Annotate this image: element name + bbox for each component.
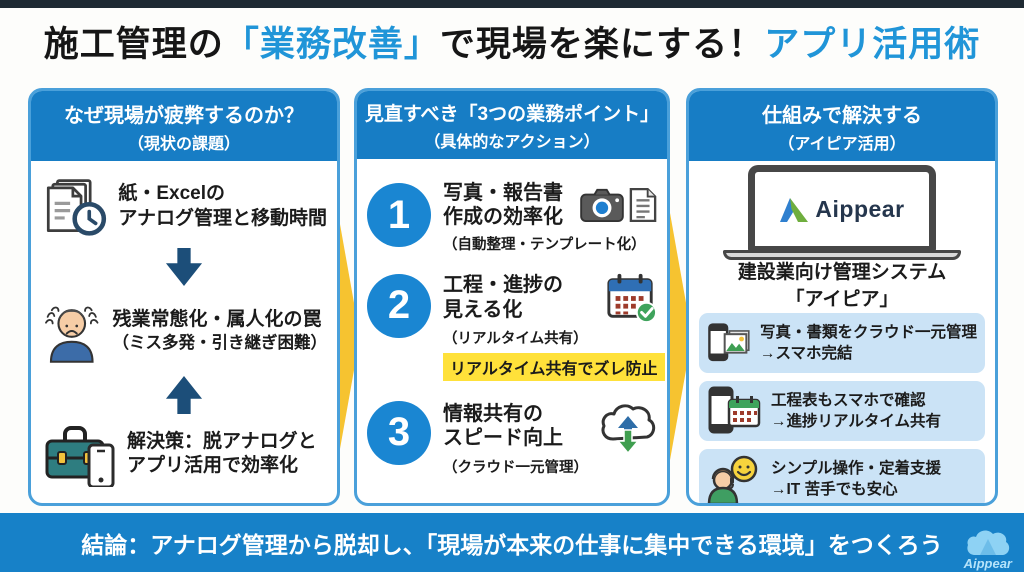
conclusion-banner: 結論：アナログ管理から脱却し、「現場が本来の仕事に集中できる環境」をつくろう A… bbox=[0, 513, 1024, 572]
feature-line: シンプル操作・定着支援 bbox=[771, 459, 942, 477]
feature-line: 工程表もスマホで確認 bbox=[771, 391, 926, 409]
solution-card: 仕組みで解決する （アイピア活用） Aippear 建設業向け管理システム 「ア… bbox=[686, 88, 998, 506]
point-line: 見える化 bbox=[443, 298, 523, 321]
action-points-body: 1 写真・報告書 作成の効率化 bbox=[357, 159, 667, 503]
feature-line: →スマホ完結 bbox=[759, 345, 853, 363]
brand-logo: Aippear bbox=[964, 527, 1012, 570]
feature-schedule: 工程表もスマホで確認 →進捗リアルタイム共有 bbox=[699, 381, 985, 442]
point-line: 写真・報告書 bbox=[443, 182, 563, 205]
point-subtext: （リアルタイム共有） bbox=[443, 330, 588, 347]
problem-line: 解決策：脱アナログと bbox=[127, 430, 317, 452]
problem-line: アプリ活用で効率化 bbox=[127, 455, 299, 477]
action-points-card: 見直すべき「3つの業務ポイント」 （具体的なアクション） 1 写真・報告書 作成… bbox=[354, 88, 670, 506]
problem-line: （ミス多発・引き継ぎ困難） bbox=[112, 333, 328, 352]
point-line: 工程・進捗の bbox=[443, 274, 563, 297]
top-accent-bar bbox=[0, 0, 1024, 8]
toolbox-phone-icon bbox=[45, 426, 115, 488]
feature-list: 写真・書類をクラウド一元管理 →スマホ完結 bbox=[699, 313, 985, 503]
solution-header-title: 仕組みで解決する bbox=[762, 105, 922, 127]
report-document-icon bbox=[629, 188, 657, 223]
title-segment-3: で現場を楽にする！ bbox=[439, 25, 765, 64]
aippear-logomark-icon bbox=[780, 198, 809, 222]
support-operator-smile-icon bbox=[707, 455, 758, 503]
point-line: 情報共有の bbox=[443, 402, 543, 425]
action-point-1: 1 写真・報告書 作成の効率化 bbox=[367, 181, 657, 254]
title-segment-2: 「業務改善」 bbox=[223, 25, 440, 64]
action-point-3: 3 情報共有の スピード向上 bbox=[367, 399, 657, 477]
solution-header-subtitle: （アイピア活用） bbox=[778, 136, 906, 153]
action-point-2: 2 工程・進捗の 見える化 bbox=[367, 272, 665, 381]
problems-card-body: 紙・Excelの アナログ管理と移動時間 残業常態化・属 bbox=[31, 161, 337, 503]
action-points-header: 見直すべき「3つの業務ポイント」 （具体的なアクション） bbox=[357, 91, 667, 159]
cloud-sync-icon bbox=[601, 404, 656, 453]
point-number-badge: 3 bbox=[367, 400, 431, 465]
action-points-header-title: 見直すべき「3つの業務ポイント」 bbox=[364, 104, 660, 125]
stressed-worker-icon bbox=[45, 306, 99, 363]
aippear-cloud-icon bbox=[967, 530, 1009, 555]
point-text: 写真・報告書 作成の効率化 bbox=[443, 181, 563, 230]
feature-support: シンプル操作・定着支援 →IT 苦手でも安心 bbox=[699, 449, 985, 503]
problem-line: 紙・Excelの bbox=[118, 182, 226, 204]
documents-clock-icon bbox=[46, 178, 107, 236]
problem-item-analog: 紙・Excelの アナログ管理と移動時間 bbox=[41, 173, 327, 241]
solution-caption-line1: 建設業向け管理システム bbox=[737, 262, 947, 283]
action-points-header-subtitle: （具体的なアクション） bbox=[424, 134, 600, 151]
title-segment-1: 施工管理の bbox=[43, 25, 224, 64]
feature-line: →IT 苦手でも安心 bbox=[771, 481, 898, 499]
problems-card: なぜ現場が疲弊するのか？ （現状の課題） 紙・Excelの bbox=[28, 88, 340, 506]
feature-line: →進捗リアルタイム共有 bbox=[771, 413, 942, 431]
highlight-note: リアルタイム共有でズレ防止 bbox=[443, 352, 665, 381]
arrow-down-icon bbox=[165, 248, 203, 287]
point-line: 作成の効率化 bbox=[443, 206, 563, 229]
problem-line: 残業常態化・属人化の罠 bbox=[112, 308, 322, 330]
problem-item-overtime-text: 残業常態化・属人化の罠 （ミス多発・引き継ぎ困難） bbox=[113, 308, 328, 354]
arrow-up-icon bbox=[165, 375, 203, 414]
problem-item-solution: 解決策：脱アナログと アプリ活用で効率化 bbox=[41, 421, 327, 488]
laptop-screen: Aippear bbox=[748, 165, 936, 251]
conclusion-text: 結論：アナログ管理から脱却し、「現場が本来の仕事に集中できる環境」をつくろう bbox=[81, 531, 943, 558]
title-segment-4: アプリ活用術 bbox=[764, 25, 981, 64]
point-number-badge: 1 bbox=[367, 183, 431, 248]
problems-header-title: なぜ現場が疲弊するのか？ bbox=[64, 105, 304, 127]
problem-item-solution-text: 解決策：脱アナログと アプリ活用で効率化 bbox=[127, 430, 317, 479]
page-title: 施工管理の「業務改善」で現場を楽にする！アプリ活用術 bbox=[0, 16, 1024, 67]
phone-photos-icon bbox=[708, 323, 750, 362]
problem-item-analog-text: 紙・Excelの アナログ管理と移動時間 bbox=[118, 182, 327, 231]
point-line: スピード向上 bbox=[443, 426, 563, 449]
camera-icon bbox=[580, 189, 624, 223]
solution-caption: 建設業向け管理システム 「アイピア」 bbox=[738, 260, 946, 313]
feature-support-text: シンプル操作・定着支援 →IT 苦手でも安心 bbox=[771, 458, 941, 501]
point-subtext: （クラウド一元管理） bbox=[443, 459, 588, 476]
point-text: 情報共有の スピード向上 bbox=[443, 402, 563, 451]
problem-item-overtime: 残業常態化・属人化の罠 （ミス多発・引き継ぎ困難） bbox=[41, 294, 327, 368]
brand-name: Aippear bbox=[963, 556, 1012, 571]
problems-card-header: なぜ現場が疲弊するのか？ （現状の課題） bbox=[31, 91, 337, 161]
solution-caption-line2: 「アイピア」 bbox=[785, 288, 899, 310]
problem-line: アナログ管理と移動時間 bbox=[118, 207, 327, 229]
laptop-base bbox=[723, 250, 961, 260]
feature-schedule-text: 工程表もスマホで確認 →進捗リアルタイム共有 bbox=[771, 390, 941, 433]
phone-calendar-icon bbox=[708, 386, 761, 434]
feature-photos-text: 写真・書類をクラウド一元管理 →スマホ完結 bbox=[760, 322, 977, 365]
point-subtext: （自動整理・テンプレート化） bbox=[443, 236, 646, 253]
point-text: 工程・進捗の 見える化 bbox=[443, 273, 563, 322]
laptop-illustration: Aippear bbox=[723, 165, 961, 260]
solution-header: 仕組みで解決する （アイピア活用） bbox=[689, 91, 995, 161]
feature-photos: 写真・書類をクラウド一元管理 →スマホ完結 bbox=[699, 313, 985, 374]
problems-header-subtitle: （現状の課題） bbox=[127, 136, 240, 153]
solution-body: Aippear 建設業向け管理システム 「アイピア」 bbox=[689, 161, 995, 503]
laptop-brand-text: Aippear bbox=[815, 195, 905, 222]
point-number-badge: 2 bbox=[367, 273, 431, 338]
feature-line: 写真・書類をクラウド一元管理 bbox=[759, 323, 977, 341]
calendar-check-icon bbox=[607, 273, 657, 323]
